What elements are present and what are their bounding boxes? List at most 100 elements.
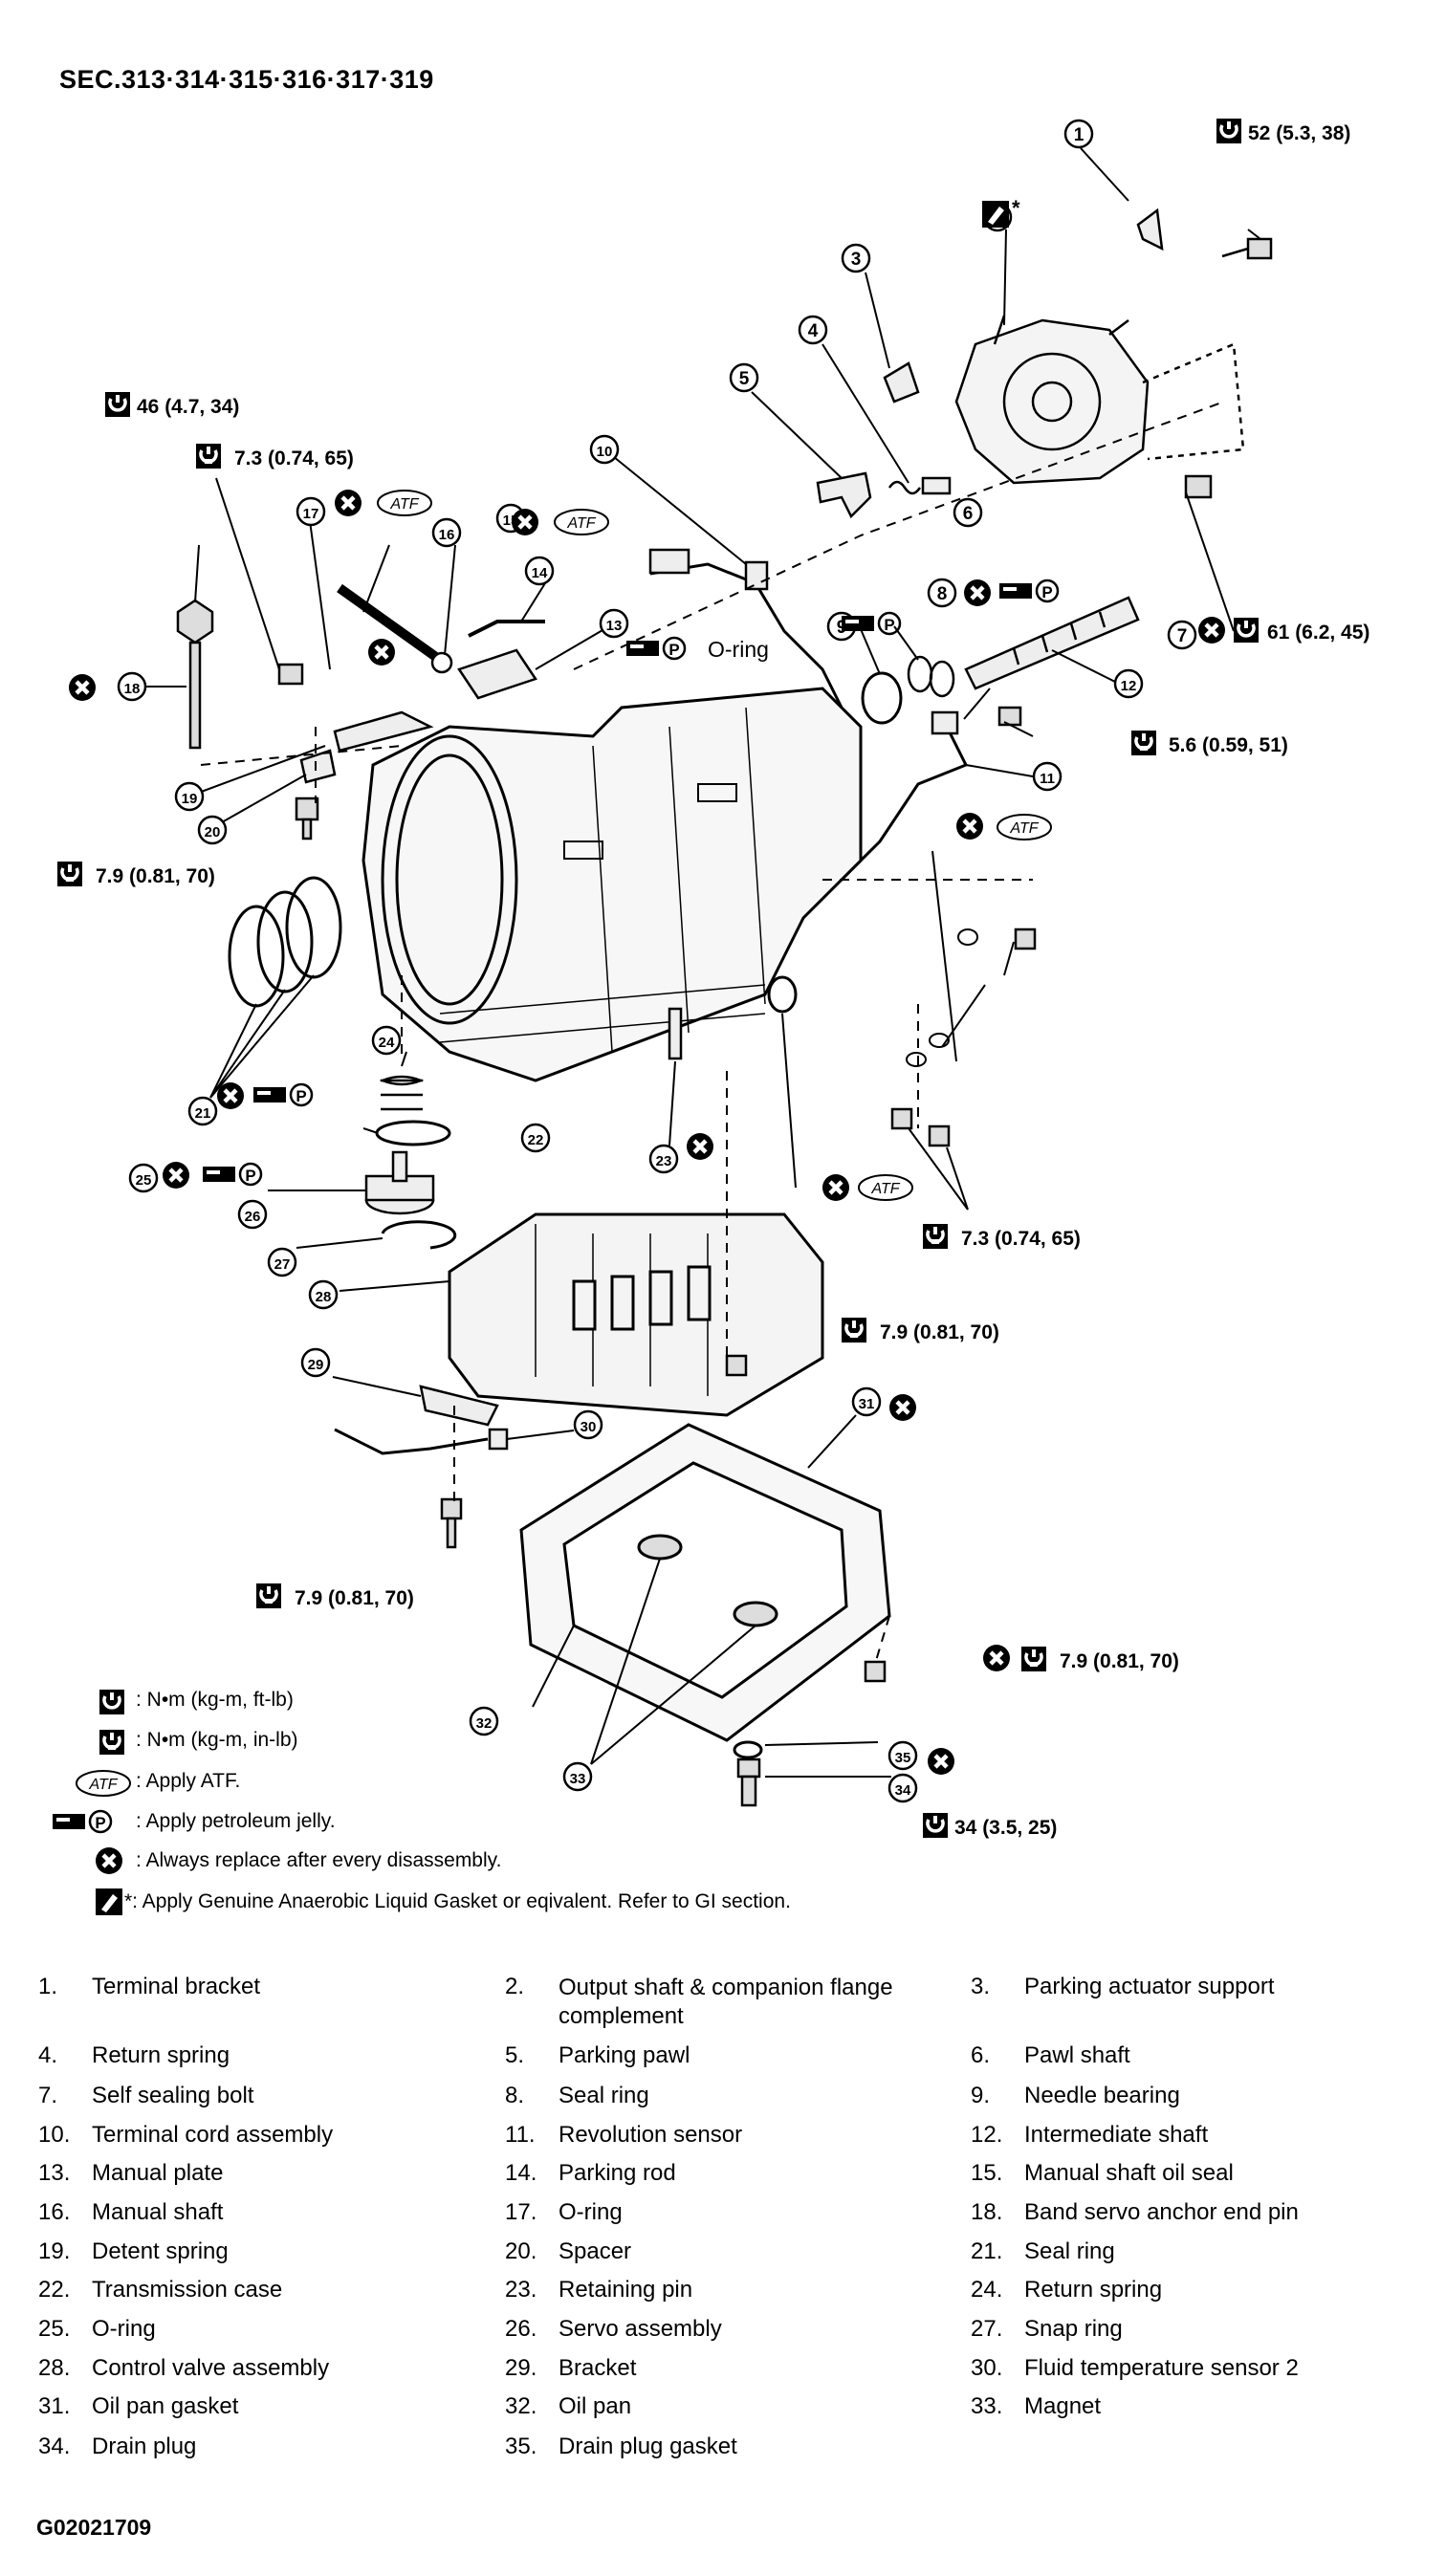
legend-always-replace: : Always replace after every disassembly… xyxy=(136,1849,502,1871)
part-label: Magnet xyxy=(1024,2393,1102,2419)
callout-circle xyxy=(117,671,147,702)
drain-plug xyxy=(736,1757,761,1807)
torque-52: 52 (5.3, 38) xyxy=(1248,122,1350,144)
callout-number: 1 xyxy=(1074,125,1084,145)
callout-circle xyxy=(371,1025,402,1056)
callout-circle xyxy=(187,1096,218,1126)
band-servo-anchor-pin xyxy=(176,599,214,750)
callout-circle xyxy=(729,362,759,393)
callout-number: 10 xyxy=(597,444,613,460)
part-number: 4. xyxy=(38,2042,58,2068)
part-number: 32. xyxy=(505,2393,537,2419)
callout-circle xyxy=(851,1386,882,1417)
callout-circle xyxy=(573,1409,603,1440)
part-number: 31. xyxy=(38,2393,71,2419)
torque-79a: 7.9 (0.81, 70) xyxy=(96,865,215,887)
callout-number: 4 xyxy=(808,321,819,341)
part-label: Detent spring xyxy=(92,2238,229,2264)
bolt-79-left xyxy=(295,797,319,840)
part-label: Transmission case xyxy=(92,2277,283,2303)
part-number: 28. xyxy=(38,2355,71,2381)
detent-spring xyxy=(333,710,434,753)
callout-number: 19 xyxy=(182,791,198,807)
part-label: Fluid temperature sensor 2 xyxy=(1024,2355,1299,2381)
part-label: Control valve assembly xyxy=(92,2355,330,2381)
part-label: Pawl shaft xyxy=(1024,2042,1130,2068)
callout-circle xyxy=(1167,620,1197,650)
bolts-79 xyxy=(440,1354,887,1683)
callout-number: 23 xyxy=(656,1153,672,1169)
part-number: 6. xyxy=(971,2042,991,2068)
manual-plate xyxy=(457,648,537,700)
parking-pawl xyxy=(816,471,872,519)
part-number: 27. xyxy=(971,2316,1003,2342)
part-number: 16. xyxy=(38,2199,71,2225)
bolt-73-left xyxy=(277,663,304,686)
part-label: Intermediate shaft xyxy=(1024,2122,1209,2148)
drain-plug-gasket xyxy=(733,1740,763,1759)
retaining-pin xyxy=(668,1007,683,1060)
part-number: 29. xyxy=(505,2355,537,2381)
callout-circle xyxy=(841,243,871,273)
callout-number: 21 xyxy=(195,1105,211,1122)
part-label: Needle bearing xyxy=(1024,2083,1180,2108)
callout-circle xyxy=(562,1761,593,1792)
inline-annotations: * O-ring xyxy=(69,196,1060,1775)
callout-number: 29 xyxy=(308,1357,324,1373)
part-number: 3. xyxy=(971,1974,991,1999)
legend-icons xyxy=(51,1688,131,1915)
callout-circle xyxy=(296,496,326,527)
part-label: Drain plug gasket xyxy=(559,2434,737,2459)
part-number: 18. xyxy=(971,2199,1003,2225)
part-label: Manual shaft oil seal xyxy=(1024,2160,1234,2186)
torque-34: 34 (3.5, 25) xyxy=(954,1817,1057,1839)
callout-circle xyxy=(267,1247,297,1277)
legend-nm-ftlb: : N•m (kg-m, ft-lb) xyxy=(136,1689,294,1711)
callout-number: 7 xyxy=(1177,626,1188,646)
part-label: Band servo anchor end pin xyxy=(1024,2199,1299,2225)
callout-number: 32 xyxy=(476,1715,493,1732)
callout-circle xyxy=(308,1279,339,1310)
part-number: 12. xyxy=(971,2122,1003,2148)
part-label: Revolution sensor xyxy=(559,2122,743,2148)
part-number: 30. xyxy=(971,2355,1003,2381)
callout-number: 8 xyxy=(937,584,948,604)
callout-number: 3 xyxy=(851,250,862,270)
servo-assembly xyxy=(364,1150,435,1215)
part-label: Oil pan xyxy=(559,2393,632,2419)
return-spring-part xyxy=(887,480,922,495)
part-label: Seal ring xyxy=(1024,2238,1115,2264)
part-number: 2. xyxy=(505,1974,525,1999)
alignment-lines xyxy=(200,401,1225,1665)
part-number: 14. xyxy=(505,2160,537,2186)
transmission-case xyxy=(362,687,863,1082)
part-number: 15. xyxy=(971,2160,1003,2186)
part-number: 25. xyxy=(38,2316,71,2342)
callout-circle xyxy=(887,1740,918,1771)
callout-circle xyxy=(887,1773,918,1803)
needle-bearing xyxy=(861,671,903,725)
bolts-73-right xyxy=(890,928,1037,1147)
torque-46: 46 (4.7, 34) xyxy=(137,396,239,418)
part-number: 21. xyxy=(971,2238,1003,2264)
callout-number: 34 xyxy=(895,1782,911,1799)
legend-petroleum-jelly: : Apply petroleum jelly. xyxy=(136,1810,336,1832)
part-number: 17. xyxy=(505,2199,537,2225)
part-number: 33. xyxy=(971,2393,1003,2419)
bolt-61 xyxy=(1184,474,1213,499)
callout-number: 33 xyxy=(570,1771,586,1787)
callout-number: 30 xyxy=(581,1419,597,1435)
leader-lines xyxy=(131,147,1261,1778)
callout-circle xyxy=(953,497,983,528)
torque-61: 61 (6.2, 45) xyxy=(1267,622,1369,644)
callout-number: 20 xyxy=(205,824,221,840)
torque-specs: 52 (5.3, 38) 46 (4.7, 34) 7.3 (0.74, 65)… xyxy=(55,117,1369,1840)
part-label: Manual plate xyxy=(92,2160,224,2186)
legend-gasket: *: Apply Genuine Anaerobic Liquid Gasket… xyxy=(124,1890,791,1912)
callout-number: 31 xyxy=(859,1396,875,1412)
part-label: Output shaft & companion flange compleme… xyxy=(559,1975,893,2029)
callout-circle xyxy=(1032,761,1063,792)
seal-ring-8b xyxy=(929,660,955,698)
callout-circle xyxy=(524,556,555,586)
control-valve-assembly xyxy=(448,1212,824,1417)
